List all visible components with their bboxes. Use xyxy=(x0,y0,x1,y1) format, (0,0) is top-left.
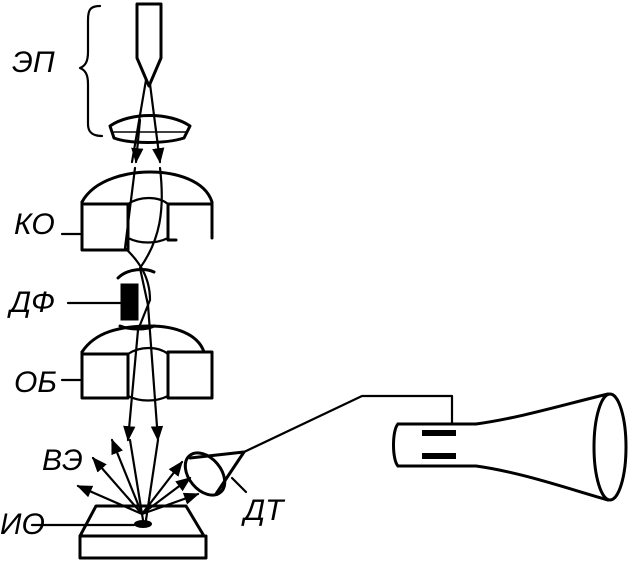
electron-gun-lens xyxy=(108,114,192,144)
label-aperture: ДФ xyxy=(10,286,55,319)
crt-display xyxy=(392,392,628,502)
label-detector: ДТ xyxy=(244,494,284,527)
label-sample: ИО xyxy=(0,508,45,541)
label-condenser-lens: КО xyxy=(14,208,55,241)
signal-cable xyxy=(242,394,454,454)
sample-stage xyxy=(30,504,208,560)
electron-gun-cathode xyxy=(135,2,163,88)
secondary-electrons-arrows xyxy=(76,438,200,516)
detector xyxy=(183,450,248,497)
label-secondary-electrons: ВЭ xyxy=(42,444,83,477)
label-objective-lens: ОБ xyxy=(14,366,57,399)
label-electron-gun: ЭП xyxy=(12,46,55,79)
electron-gun-brace xyxy=(78,4,104,138)
objective-lens xyxy=(60,324,214,402)
condenser-lens xyxy=(60,170,214,252)
